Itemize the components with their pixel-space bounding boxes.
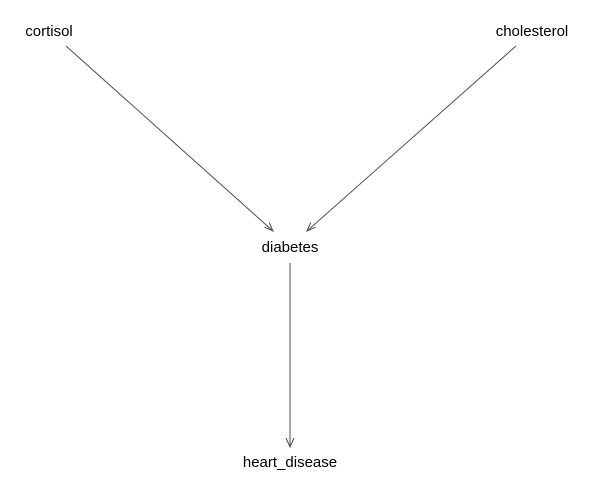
edge-cholesterol-to-diabetes [306, 45, 517, 232]
edge-diabetes-to-heart-disease [285, 263, 295, 449]
arrowhead [264, 222, 274, 232]
node-cortisol: cortisol [25, 23, 73, 40]
node-heart-disease: heart_disease [243, 454, 337, 471]
arrowhead [306, 222, 316, 232]
node-cholesterol: cholesterol [496, 23, 569, 40]
edge-line [306, 45, 517, 232]
node-diabetes: diabetes [262, 239, 319, 256]
arrowhead [285, 437, 295, 449]
edge-line [65, 45, 274, 232]
edges-layer [65, 45, 517, 449]
nodes-layer: cortisol cholesterol diabetes heart_dise… [25, 23, 568, 471]
edge-cortisol-to-diabetes [65, 45, 274, 232]
